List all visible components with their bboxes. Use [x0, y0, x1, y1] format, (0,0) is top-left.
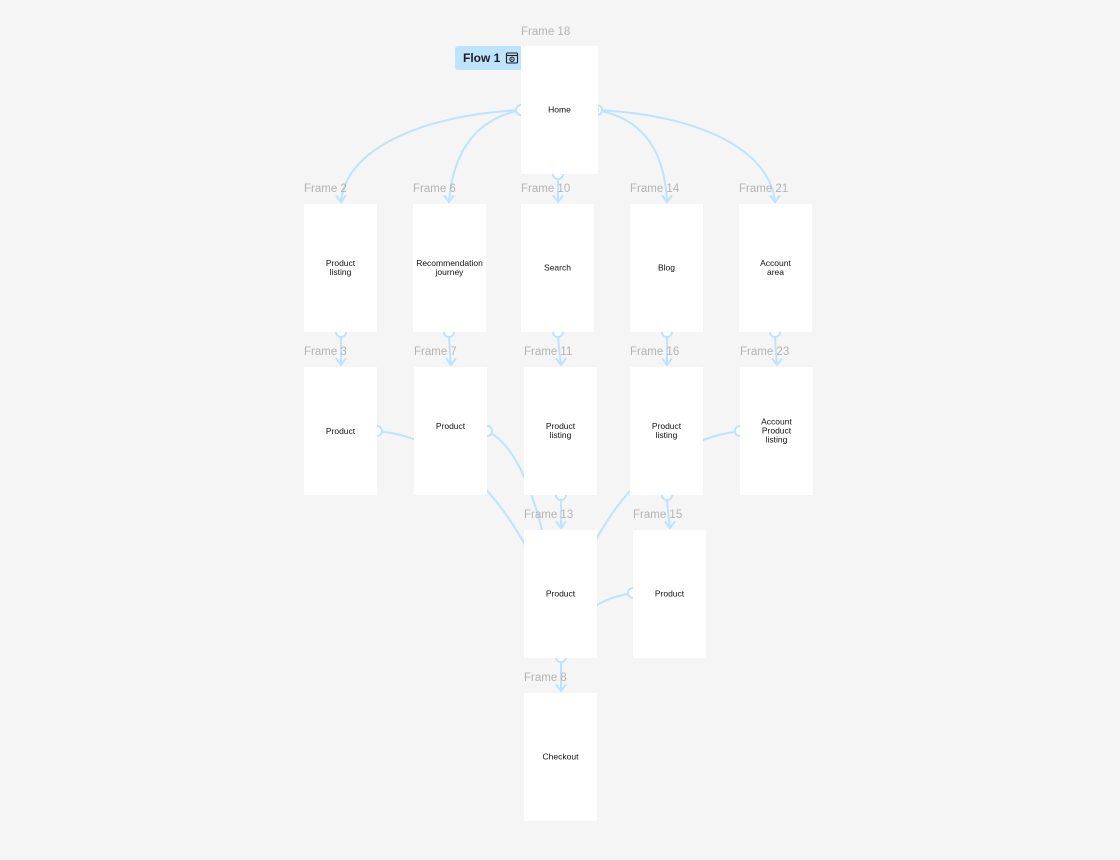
- arrowhead-icon: [555, 521, 567, 529]
- arrowhead-icon: [661, 358, 673, 366]
- frame-label-checkout[interactable]: Frame 8: [524, 672, 567, 684]
- arrowhead-icon: [335, 358, 347, 366]
- flow-label: Flow 1: [463, 51, 501, 65]
- frame-checkout[interactable]: Checkout: [524, 693, 597, 821]
- frame-text-blog: Blog: [657, 262, 675, 273]
- arrowhead-icon: [552, 195, 564, 203]
- flow-starting-point-chip[interactable]: Flow 1: [455, 46, 524, 70]
- arrowhead-icon: [555, 358, 567, 366]
- arrowhead-icon: [664, 521, 676, 529]
- frame-label-product-d[interactable]: Frame 15: [633, 509, 683, 521]
- frame-label-home[interactable]: Frame 18: [521, 26, 571, 38]
- frame-text-product-listing: Product listing: [325, 258, 356, 277]
- frame-blog-product-listing[interactable]: Product listing: [630, 367, 703, 495]
- arrowhead-icon: [335, 195, 347, 203]
- frame-account-area[interactable]: Account area: [739, 204, 812, 332]
- frame-text-search-product-listing: Product listing: [545, 421, 576, 440]
- arrowhead-icon: [769, 195, 781, 203]
- arrowhead-icon: [443, 195, 455, 203]
- frame-text-product-d: Product: [654, 588, 685, 599]
- frame-recommendation-journey[interactable]: Recommendation journey: [413, 204, 486, 332]
- frame-account-product-listing[interactable]: Account Product listing: [740, 367, 813, 495]
- frame-label-product-c[interactable]: Frame 13: [524, 509, 574, 521]
- frame-blog[interactable]: Blog: [630, 204, 703, 332]
- frame-home[interactable]: Home: [521, 46, 598, 174]
- frame-text-product-b: Product: [435, 421, 466, 431]
- frame-text-account-area: Account area: [760, 258, 791, 277]
- frame-label-blog-product-listing[interactable]: Frame 16: [630, 346, 680, 358]
- arrowhead-icon: [555, 684, 567, 692]
- frame-label-blog[interactable]: Frame 14: [630, 183, 680, 195]
- frame-label-search-product-listing[interactable]: Frame 11: [524, 346, 573, 358]
- frame-label-product-b[interactable]: Frame 7: [414, 346, 457, 358]
- play-frame-icon[interactable]: [505, 51, 519, 65]
- frame-text-account-product-listing: Account Product listing: [761, 416, 792, 445]
- frame-product-c[interactable]: Product: [524, 530, 597, 658]
- frame-label-product-a[interactable]: Frame 3: [304, 346, 347, 358]
- frame-product-a[interactable]: Product: [304, 367, 377, 495]
- arrowhead-icon: [771, 358, 783, 366]
- frame-text-recommendation-journey: Recommendation journey: [416, 258, 483, 277]
- frame-product-d[interactable]: Product: [633, 530, 706, 658]
- frame-search[interactable]: Search: [521, 204, 594, 332]
- frame-product-b[interactable]: Product: [414, 367, 487, 495]
- frame-search-product-listing[interactable]: Product listing: [524, 367, 597, 495]
- connection-line[interactable]: [448, 109, 522, 203]
- arrowhead-icon: [445, 358, 457, 366]
- frame-text-search: Search: [544, 262, 571, 273]
- frame-label-recommendation-journey[interactable]: Frame 6: [413, 183, 456, 195]
- frame-label-product-listing[interactable]: Frame 2: [304, 183, 347, 195]
- frame-text-product-c: Product: [545, 588, 576, 599]
- frame-text-home: Home: [548, 104, 571, 115]
- frame-label-account-product-listing[interactable]: Frame 23: [740, 346, 790, 358]
- frame-label-account-area[interactable]: Frame 21: [739, 183, 789, 195]
- arrowhead-icon: [661, 195, 673, 203]
- frame-text-product-a: Product: [325, 426, 356, 436]
- frame-label-search[interactable]: Frame 10: [521, 183, 571, 195]
- frame-product-listing[interactable]: Product listing: [304, 204, 377, 332]
- frame-text-blog-product-listing: Product listing: [651, 421, 682, 440]
- frame-text-checkout: Checkout: [542, 751, 579, 762]
